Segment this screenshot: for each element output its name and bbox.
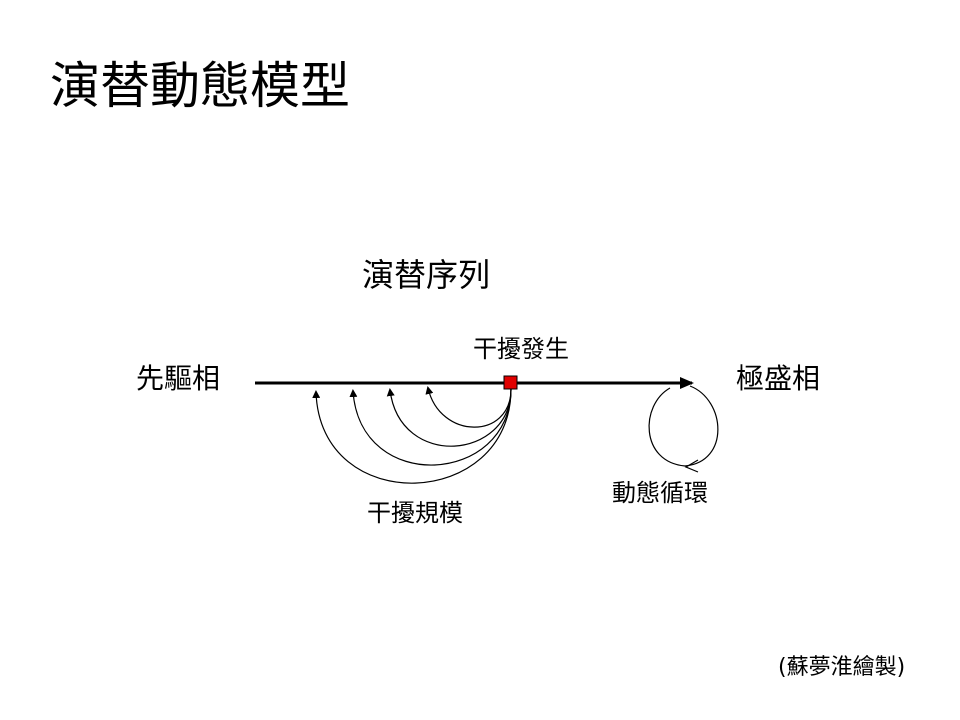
disturbance-point-marker: [503, 375, 518, 390]
dynamic-cycle-arrowhead: [684, 459, 699, 473]
page-title: 演替動態模型: [50, 57, 350, 115]
dynamic-cycle-loop: [648, 385, 719, 467]
climax-stage-label: 極盛相: [736, 362, 821, 395]
pioneer-stage-label: 先驅相: [136, 362, 221, 395]
disturbance-arc-1: [425, 386, 512, 428]
disturbance-arc-2: [386, 388, 512, 447]
author-credit: (蘇夢淮繪製): [778, 655, 906, 680]
disturbance-arc-3: [349, 388, 512, 466]
succession-sequence-label: 演替序列: [362, 256, 491, 294]
disturbance-scale-label: 干擾規模: [367, 499, 463, 527]
disturbance-label: 干擾發生: [473, 335, 569, 363]
disturbance-arc-4: [312, 388, 512, 484]
dynamic-cycle-label: 動態循環: [612, 479, 708, 507]
